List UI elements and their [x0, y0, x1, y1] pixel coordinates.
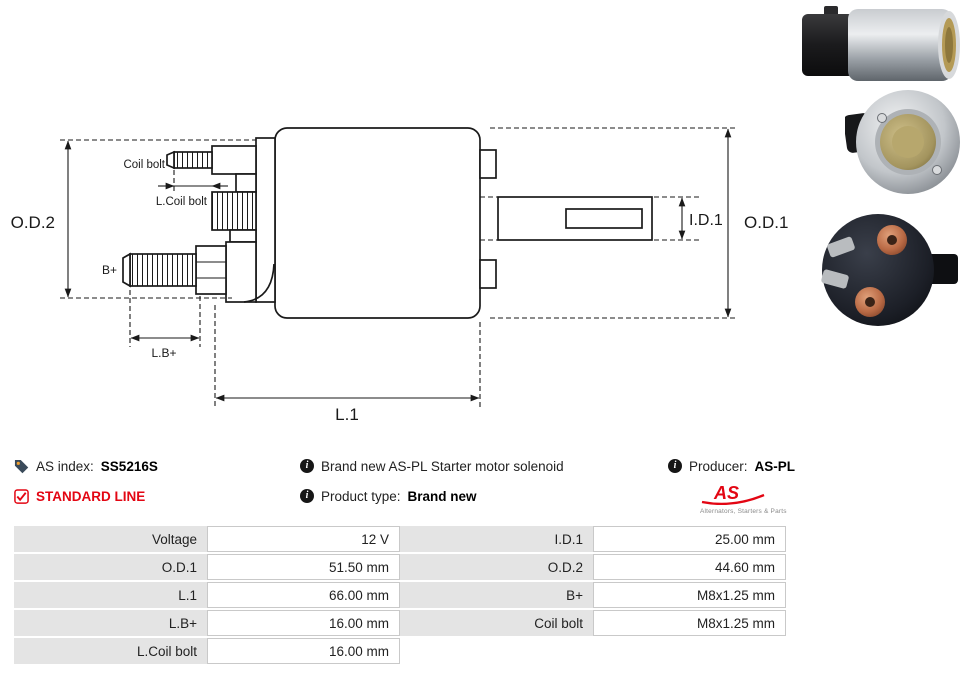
dim-label-lcoil-bolt: L.Coil bolt [156, 196, 208, 208]
as-index-value: SS5216S [100, 458, 158, 474]
dim-label-id1: I.D.1 [689, 212, 723, 229]
product-description: Brand new AS-PL Starter motor solenoid [321, 458, 564, 474]
producer-line: i Producer: AS-PL [668, 451, 962, 481]
spec-label-cell: Coil bolt [400, 610, 593, 636]
info-icon: i [300, 489, 314, 503]
producer-value: AS-PL [754, 458, 796, 474]
spec-value-cell: 12 V [207, 526, 400, 552]
spec-label-cell: L.B+ [14, 610, 207, 636]
product-photo-front [821, 214, 958, 326]
dimension-labels: O.D.2 O.D.1 I.D.1 L.1 Coil bolt L.Coil b… [11, 159, 789, 424]
tag-icon [14, 459, 29, 473]
spec-label-cell: O.D.2 [400, 554, 593, 580]
spec-label-cell: O.D.1 [14, 554, 207, 580]
info-col-description: i Brand new AS-PL Starter motor solenoid… [300, 451, 668, 515]
product-type-label: Product type: [321, 488, 401, 504]
info-icon: i [300, 459, 314, 473]
dim-label-od1: O.D.1 [744, 213, 788, 232]
table-row: Voltage 12 V I.D.1 25.00 mm [14, 526, 786, 552]
dim-label-lbplus: L.B+ [151, 346, 176, 360]
checkbox-icon [14, 488, 29, 504]
solenoid-outline [122, 127, 653, 319]
spec-value-cell: 44.60 mm [593, 554, 786, 580]
technical-drawing: O.D.2 O.D.1 I.D.1 L.1 Coil bolt L.Coil b… [11, 127, 789, 424]
info-col-producer: i Producer: AS-PL AS Alternators, Starte… [668, 451, 962, 515]
dim-label-bplus: B+ [102, 263, 117, 277]
spec-label-cell: Voltage [14, 526, 207, 552]
spec-value-cell: 66.00 mm [207, 582, 400, 608]
spec-label-cell: B+ [400, 582, 593, 608]
spec-label-cell: L.1 [14, 582, 207, 608]
spec-empty-cell [400, 638, 593, 664]
table-row: O.D.1 51.50 mm O.D.2 44.60 mm [14, 554, 786, 580]
spec-value-cell: 16.00 mm [207, 638, 400, 664]
product-photo-rear [845, 90, 960, 194]
dimension-lines [60, 127, 736, 407]
product-type-line: i Product type: Brand new [300, 481, 668, 511]
standard-line: STANDARD LINE [14, 481, 300, 511]
spec-table: Voltage 12 V I.D.1 25.00 mm O.D.1 51.50 … [14, 524, 786, 666]
dim-label-od2: O.D.2 [11, 213, 55, 232]
product-info: AS index: SS5216S STANDARD LINE i Brand … [14, 451, 962, 515]
dim-label-coil-bolt: Coil bolt [123, 159, 165, 171]
aspl-logo-text: AS [713, 483, 739, 503]
table-row: L.Coil bolt 16.00 mm [14, 638, 786, 664]
spec-label-cell: I.D.1 [400, 526, 593, 552]
spec-value-cell: 16.00 mm [207, 610, 400, 636]
spec-value-cell: 51.50 mm [207, 554, 400, 580]
product-photos [790, 0, 976, 345]
spec-value-cell: M8x1.25 mm [593, 582, 786, 608]
info-col-index: AS index: SS5216S STANDARD LINE [14, 451, 300, 515]
as-index-line: AS index: SS5216S [14, 451, 300, 481]
aspl-logo: AS Alternators, Starters & Parts [700, 483, 962, 515]
spec-value-cell: 25.00 mm [593, 526, 786, 552]
spec-value-cell: M8x1.25 mm [593, 610, 786, 636]
description-line: i Brand new AS-PL Starter motor solenoid [300, 451, 668, 481]
standard-line-label: STANDARD LINE [36, 488, 146, 504]
aspl-logo-tagline: Alternators, Starters & Parts [700, 507, 787, 515]
spec-empty-cell [593, 638, 786, 664]
info-icon: i [668, 459, 682, 473]
aspl-logo-mark: AS [701, 483, 765, 506]
product-photo-side [802, 6, 960, 81]
producer-label: Producer: [689, 458, 748, 474]
as-index-label: AS index: [36, 458, 94, 474]
spec-label-cell: L.Coil bolt [14, 638, 207, 664]
table-row: L.B+ 16.00 mm Coil bolt M8x1.25 mm [14, 610, 786, 636]
table-row: L.1 66.00 mm B+ M8x1.25 mm [14, 582, 786, 608]
product-type-value: Brand new [407, 488, 477, 504]
dim-label-l1: L.1 [335, 405, 359, 424]
